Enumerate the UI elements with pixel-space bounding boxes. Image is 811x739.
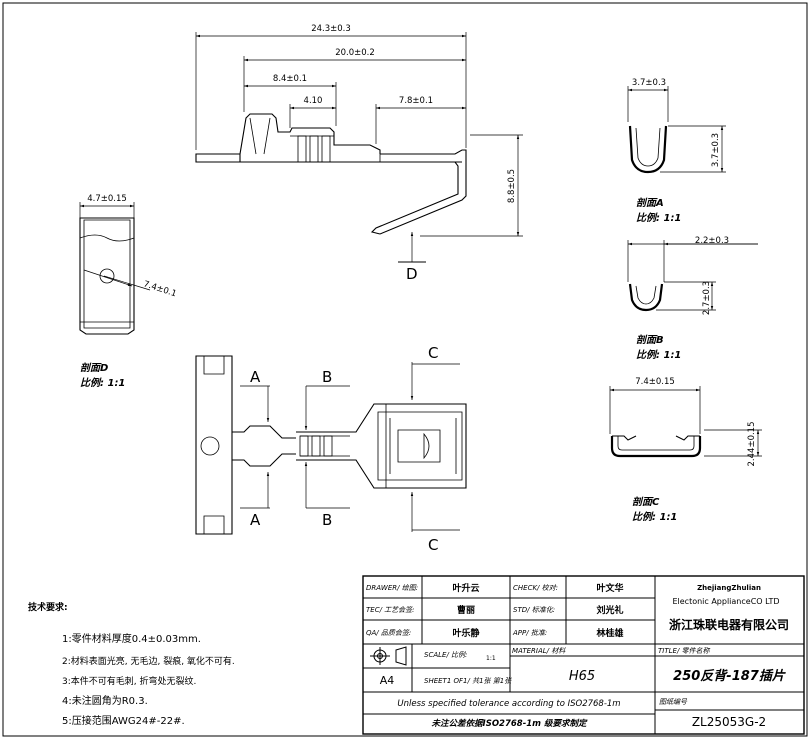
check-value: 叶文华 — [596, 582, 623, 594]
std-value: 刘光礼 — [596, 604, 623, 616]
section-c-title: 剖面C — [632, 496, 660, 508]
tec-value: 曹丽 — [457, 604, 475, 616]
section-a-scale: 比例: 1:1 — [636, 212, 681, 224]
scale-label: SCALE/ 比例: — [424, 651, 467, 659]
dim-2-2: 2.2±0.3 — [695, 236, 729, 246]
top-view: A A B B C C — [195, 344, 467, 554]
dim-20-0: 20.0±0.2 — [335, 48, 375, 58]
title-value: 250反背-187插片 — [673, 668, 786, 684]
technical-notes: 技术要求: 1:零件材料厚度0.4±0.03mm. 2:材料表面光亮, 无毛边,… — [28, 601, 235, 727]
drawing-no: ZL25053G-2 — [692, 715, 766, 729]
note-item-3: 3:本件不可有毛刺, 折弯处无裂纹. — [62, 675, 196, 687]
section-d-label: D — [406, 265, 418, 283]
material-value: H65 — [569, 669, 595, 684]
dim-7-4b: 7.4±0.15 — [635, 377, 675, 387]
qa-label: QA/ 品质会签: — [366, 629, 411, 637]
tec-label: TEC/ 工艺会签: — [366, 606, 415, 614]
drawer-label: DRAWER/ 绘图: — [366, 584, 418, 592]
material-label: MATERIAL/ 材料 — [512, 647, 566, 655]
note-item-5: 5:压接范围AWG24#-22#. — [62, 714, 185, 727]
title-block: DRAWER/ 绘图: 叶升云 CHECK/ 校对: 叶文华 TEC/ 工艺会签… — [362, 575, 805, 735]
company-en-line1: ZhejiangZhulian — [697, 584, 761, 592]
section-b-top-label: B — [322, 368, 332, 386]
qa-value: 叶乐静 — [452, 627, 479, 639]
section-b-title: 剖面B — [636, 334, 664, 346]
check-label: CHECK/ 校对: — [513, 584, 558, 592]
dim-4-7: 4.7±0.15 — [87, 194, 127, 204]
std-label: STD/ 标准化: — [513, 606, 555, 614]
tolerance-en: Unless specified tolerance according to … — [397, 699, 620, 709]
section-a-top-label: A — [250, 368, 261, 386]
title-label: TITLE/ 零件名称 — [658, 647, 711, 655]
dim-4-10: 4.10 — [304, 96, 323, 106]
side-view: 24.3±0.3 20.0±0.2 8.4±0.1 4.10 7.8±0.1 8… — [195, 24, 523, 283]
dim-2-44: 2.44±0.15 — [747, 422, 757, 467]
projection-symbol-icon — [370, 646, 407, 666]
note-item-2: 2:材料表面光亮, 无毛边, 裂痕, 氧化不可有. — [62, 655, 235, 667]
app-value: 林桂雄 — [596, 627, 623, 639]
company-en-line2: Electonic ApplianceCO LTD — [672, 597, 779, 606]
section-a-view: 3.7±0.3 3.7±0.3 剖面A 比例: 1:1 — [627, 78, 726, 224]
section-a-title: 剖面A — [636, 197, 664, 209]
tolerance-cn: 未注公差依据ISO2768-1m 级要求制定 — [432, 718, 588, 729]
section-d-scale: 比例: 1:1 — [80, 377, 125, 389]
sheet-label: SHEET1 OF1/ 共1张 第1张 — [424, 677, 512, 685]
section-c-top-label: C — [428, 344, 438, 362]
dim-7-4a: 7.4±0.1 — [142, 279, 178, 299]
drawer-value: 叶升云 — [452, 582, 479, 594]
sheet-size: A4 — [380, 674, 395, 687]
dim-2-7: 2.7±0.3 — [702, 281, 712, 315]
dim-7-8: 7.8±0.1 — [399, 96, 433, 106]
dim-8-8: 8.8±0.5 — [507, 169, 517, 203]
notes-heading: 技术要求: — [28, 601, 68, 613]
section-a-bottom-label: A — [250, 511, 261, 529]
section-d-title: 剖面D — [80, 362, 108, 374]
section-b-scale: 比例: 1:1 — [636, 349, 681, 361]
dim-8-4: 8.4±0.1 — [273, 74, 307, 84]
scale-value: 1:1 — [486, 655, 496, 662]
note-item-4: 4:未注圆角为R0.3. — [62, 694, 148, 707]
dim-24-3: 24.3±0.3 — [311, 24, 351, 34]
section-b-bottom-label: B — [322, 511, 332, 529]
section-c-bottom-label: C — [428, 536, 438, 554]
section-d-view: 4.7±0.15 7.4±0.1 剖面D 比例: 1:1 — [79, 194, 178, 389]
dim-3-7h: 3.7±0.3 — [711, 133, 721, 167]
drawing-no-label: 图纸编号 — [659, 698, 688, 706]
section-b-view: 2.2±0.3 2.7±0.3 剖面B 比例: 1:1 — [627, 236, 758, 361]
company-cn: 浙江珠联电器有限公司 — [669, 617, 789, 632]
section-c-scale: 比例: 1:1 — [632, 511, 677, 523]
section-c-view: 7.4±0.15 2.44±0.15 剖面C 比例: 1:1 — [609, 377, 762, 523]
dim-3-7w: 3.7±0.3 — [632, 78, 666, 88]
app-label: APP/ 批准: — [512, 629, 547, 637]
note-item-1: 1:零件材料厚度0.4±0.03mm. — [62, 632, 201, 645]
